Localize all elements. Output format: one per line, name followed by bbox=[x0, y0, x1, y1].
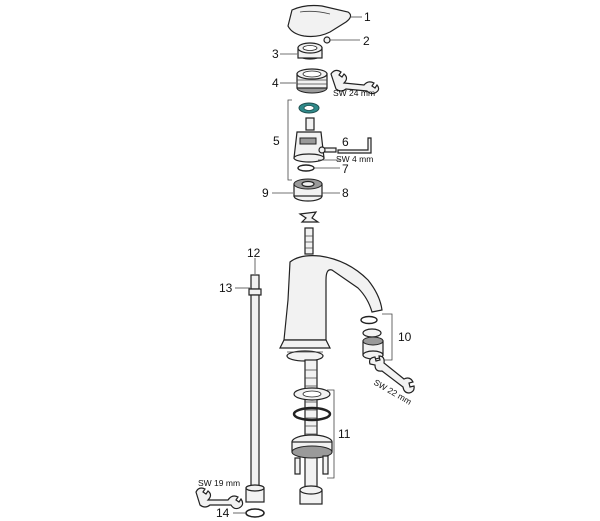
callout-6: 6 bbox=[342, 135, 349, 149]
grub-screw-part bbox=[323, 36, 331, 44]
callout-9: 9 bbox=[262, 186, 269, 200]
wrench-sw19-icon bbox=[195, 487, 244, 510]
aerator-part bbox=[360, 315, 384, 360]
threaded-ring-part bbox=[296, 68, 328, 94]
handle-part bbox=[287, 4, 352, 38]
faucet-body-part bbox=[279, 227, 383, 362]
o-ring-part bbox=[297, 164, 315, 172]
valve-base-part bbox=[293, 178, 323, 202]
allen-key-icon bbox=[337, 137, 372, 154]
wrench-size-sw19: SW 19 mm bbox=[198, 478, 240, 488]
mounting-kit-part bbox=[291, 359, 333, 505]
washer-part bbox=[245, 508, 265, 518]
callout-10: 10 bbox=[398, 330, 412, 344]
callout-8: 8 bbox=[342, 186, 349, 200]
wrench-size-sw24: SW 24 mm bbox=[333, 88, 375, 98]
leader-lines bbox=[233, 16, 362, 514]
callout-3: 3 bbox=[272, 47, 279, 61]
supply-hose-part bbox=[245, 274, 265, 503]
wrench-size-sw4: SW 4 mm bbox=[336, 154, 373, 164]
callout-1: 1 bbox=[364, 10, 371, 24]
callout-12: 12 bbox=[247, 246, 261, 260]
callout-2: 2 bbox=[363, 34, 370, 48]
group-bracket-10 bbox=[382, 313, 393, 361]
wrench-sw24-icon bbox=[330, 69, 380, 95]
callout-4: 4 bbox=[272, 76, 279, 90]
callout-14: 14 bbox=[216, 506, 230, 520]
cap-ring-part bbox=[297, 42, 323, 60]
callout-13: 13 bbox=[219, 281, 233, 295]
group-bracket-11 bbox=[327, 389, 335, 479]
callout-7: 7 bbox=[342, 162, 349, 176]
spring-clip-part bbox=[298, 211, 320, 223]
screw-part bbox=[318, 146, 337, 154]
wrench-sw22-icon bbox=[368, 355, 415, 394]
callout-11: 11 bbox=[338, 427, 351, 441]
cartridge-part bbox=[293, 102, 325, 163]
group-bracket-5 bbox=[287, 99, 292, 181]
callout-5: 5 bbox=[273, 134, 280, 148]
